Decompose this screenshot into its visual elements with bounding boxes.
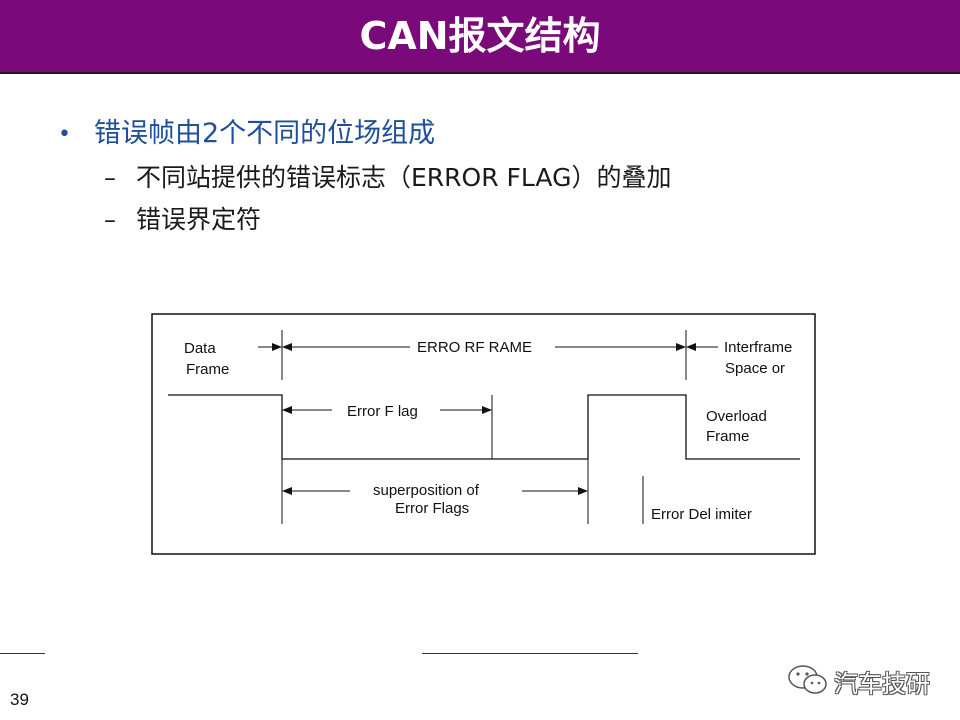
superposition-label: superposition of	[373, 482, 480, 499]
superposition-label: Error Flags	[395, 500, 469, 517]
overload-label: Overload	[706, 408, 767, 425]
slide-title: CAN报文结构	[359, 14, 601, 58]
bullet-dot-icon: •	[58, 122, 71, 147]
interframe-label: Interframe	[724, 339, 792, 356]
title-bar	[0, 0, 960, 72]
signal-waveform	[168, 394, 800, 460]
main-bullet-text: 错误帧由2个不同的位场组成	[94, 118, 436, 149]
interframe-label: Space or	[725, 360, 785, 377]
footer-line-left	[0, 653, 45, 654]
watermark-text: 汽车技研	[834, 670, 930, 698]
data-frame-label: Frame	[186, 361, 229, 378]
footer-line-middle	[422, 653, 638, 654]
error-frame-label: ERRO RF RAME	[417, 339, 532, 356]
dash-icon: –	[104, 206, 116, 234]
error-flag-label: Error F lag	[347, 403, 418, 420]
sub-bullet-text-1: 不同站提供的错误标志（ERROR FLAG）的叠加	[136, 163, 672, 192]
page-number: 39	[10, 690, 29, 709]
dash-icon: –	[104, 164, 116, 192]
watermark: 汽车技研	[786, 660, 956, 700]
wechat-icon	[788, 665, 827, 694]
data-frame-label: Data	[184, 340, 216, 357]
title-divider	[0, 72, 960, 74]
sub-bullet-text-2: 错误界定符	[136, 205, 262, 234]
overload-label: Frame	[706, 428, 749, 445]
diagram-frame	[151, 313, 816, 555]
error-delimiter-label: Error Del imiter	[651, 506, 752, 523]
